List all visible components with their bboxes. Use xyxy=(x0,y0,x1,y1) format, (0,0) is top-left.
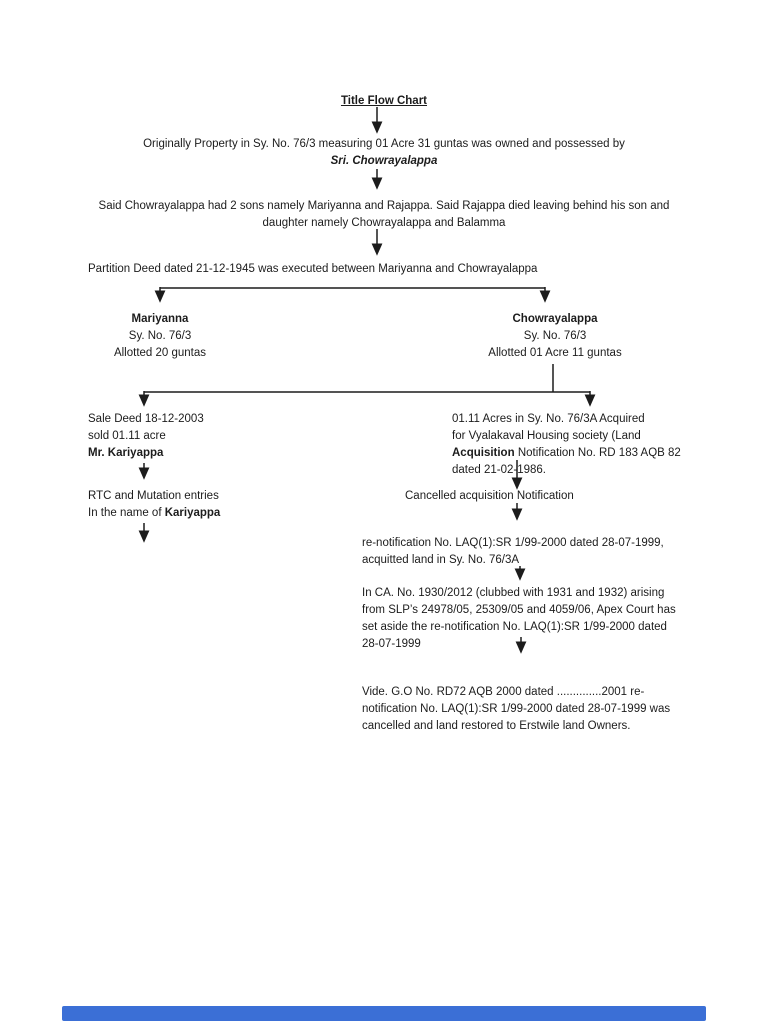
node-renotification: re-notification No. LAQ(1):SR 1/99-2000 … xyxy=(362,535,664,569)
node-apex-line1: In CA. No. 1930/2012 (clubbed with 1931 … xyxy=(362,587,665,599)
branch-mariyanna-name: Mariyanna xyxy=(131,313,189,325)
node-cancelled-acquisition: Cancelled acquisition Notification xyxy=(405,490,574,502)
node-government-order: Vide. G.O No. RD72 AQB 2000 dated ......… xyxy=(362,684,670,735)
node-apex-court: In CA. No. 1930/2012 (clubbed with 1931 … xyxy=(362,585,676,653)
node-acquisition-line4: dated 21-02-1986. xyxy=(452,464,546,476)
branch-mariyanna-allotment: Allotted 20 guntas xyxy=(113,347,207,359)
node-rtc-line2-prefix: In the name of xyxy=(88,507,165,519)
node-sale-deed-line2: sold 01.11 acre xyxy=(88,430,166,442)
node-sale-deed: Sale Deed 18-12-2003 sold 01.11 acre Mr.… xyxy=(88,411,204,462)
node-rtc-line2-name: Kariyappa xyxy=(164,507,221,519)
node-rtc-line1: RTC and Mutation entries xyxy=(88,490,219,502)
node-original-ownership-line1: Originally Property in Sy. No. 76/3 meas… xyxy=(143,138,625,150)
node-acquisition-line3: Acquisition Notification No. RD 183 AQB … xyxy=(452,445,681,462)
buyer-name: Mr. Kariyappa xyxy=(88,447,164,459)
branch-mariyanna-survey: Sy. No. 76/3 xyxy=(128,330,192,342)
node-rtc-mutation: RTC and Mutation entries In the name of … xyxy=(88,488,220,522)
node-acquisition: 01.11 Acres in Sy. No. 76/3A Acquired fo… xyxy=(452,411,681,479)
branch-chowrayalappa-name: Chowrayalappa xyxy=(512,313,598,325)
node-partition-deed: Partition Deed dated 21-12-1945 was exec… xyxy=(88,263,538,275)
node-apex-line4: 28-07-1999 xyxy=(362,638,421,650)
node-acquisition-line2: for Vyalakaval Housing society (Land xyxy=(452,430,641,442)
node-rtc-line2: In the name of Kariyappa xyxy=(88,505,220,522)
node-sale-deed-line1: Sale Deed 18-12-2003 xyxy=(88,413,204,425)
node-go-line3: cancelled and land restored to Erstwile … xyxy=(362,720,631,732)
branch-chowrayalappa-survey: Sy. No. 76/3 xyxy=(523,330,587,342)
node-two-sons-line1: Said Chowrayalappa had 2 sons namely Mar… xyxy=(98,200,670,212)
branch-mariyanna: Mariyanna Sy. No. 76/3 Allotted 20 gunta… xyxy=(60,311,260,362)
owner-name: Sri. Chowrayalappa xyxy=(330,155,438,167)
node-original-ownership: Originally Property in Sy. No. 76/3 meas… xyxy=(0,136,768,170)
node-acquisition-line3-bold: Acquisition xyxy=(452,447,515,459)
node-acquisition-line3-rest: Notification No. RD 183 AQB 82 xyxy=(514,447,681,459)
page-title: Title Flow Chart xyxy=(340,95,428,107)
node-go-line2: notification No. LAQ(1):SR 1/99-2000 dat… xyxy=(362,703,671,715)
node-acquisition-line1: 01.11 Acres in Sy. No. 76/3A Acquired xyxy=(452,413,645,425)
branch-chowrayalappa-allotment: Allotted 01 Acre 11 guntas xyxy=(488,347,622,359)
node-apex-line2: from SLP’s 24978/05, 25309/05 and 4059/0… xyxy=(362,604,676,616)
node-two-sons-line2: daughter namely Chowrayalappa and Balamm… xyxy=(262,217,506,229)
node-go-line1: Vide. G.O No. RD72 AQB 2000 dated ......… xyxy=(362,686,645,698)
branch-chowrayalappa: Chowrayalappa Sy. No. 76/3 Allotted 01 A… xyxy=(455,311,655,362)
node-two-sons: Said Chowrayalappa had 2 sons namely Mar… xyxy=(0,198,768,232)
node-renotification-line2: acquitted land in Sy. No. 76/3A xyxy=(362,554,520,566)
viewer-bottom-bar[interactable] xyxy=(62,1006,706,1021)
node-apex-line3: set aside the re-notification No. LAQ(1)… xyxy=(362,621,667,633)
node-renotification-line1: re-notification No. LAQ(1):SR 1/99-2000 … xyxy=(362,537,664,549)
